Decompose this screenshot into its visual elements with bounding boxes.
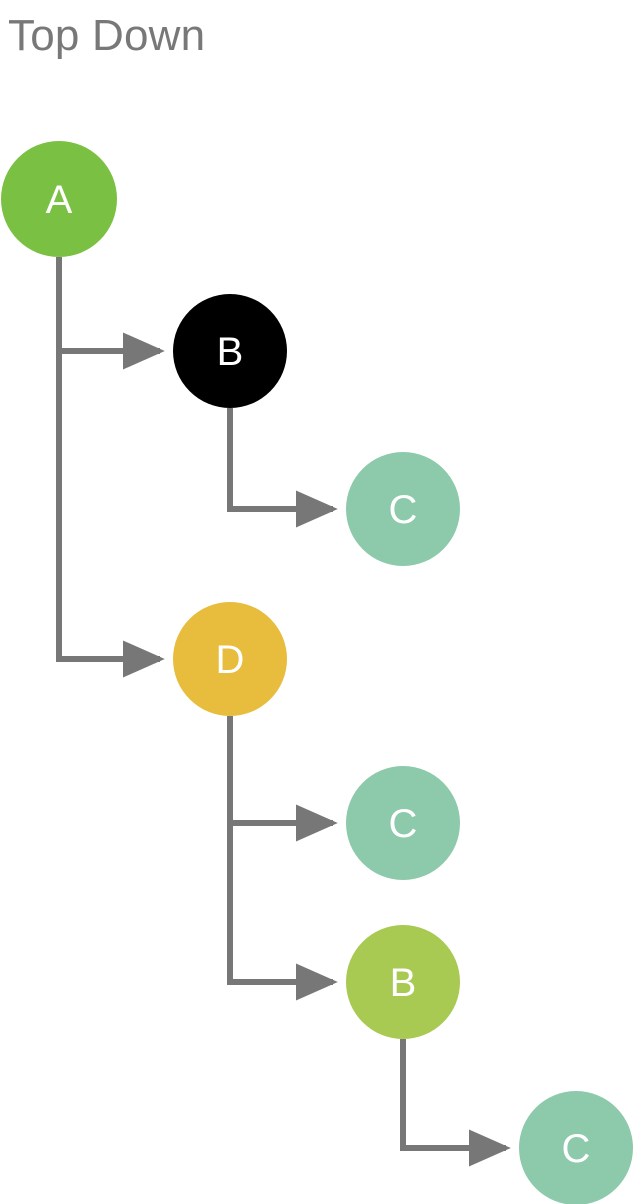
edge-b2-to-c xyxy=(400,1039,511,1167)
node-b-2[interactable]: B xyxy=(346,925,460,1039)
edge-layer xyxy=(56,257,511,1167)
node-label: C xyxy=(389,488,418,532)
node-circle[interactable] xyxy=(173,602,287,716)
node-circle[interactable] xyxy=(519,1091,633,1204)
edge-a-to-d xyxy=(56,257,165,678)
node-label: B xyxy=(390,961,417,1005)
node-d[interactable]: D xyxy=(173,602,287,716)
node-label: B xyxy=(217,330,244,374)
page-title: Top Down xyxy=(8,11,206,60)
node-label: A xyxy=(46,178,73,222)
node-c-3[interactable]: C xyxy=(519,1091,633,1204)
node-label: C xyxy=(562,1127,591,1171)
node-c-2[interactable]: C xyxy=(346,766,460,880)
edge-d-to-c xyxy=(227,716,338,842)
node-a[interactable]: A xyxy=(1,141,117,257)
edge-b-to-c xyxy=(227,408,338,528)
node-c-1[interactable]: C xyxy=(346,452,460,566)
node-circle[interactable] xyxy=(1,141,117,257)
node-label: C xyxy=(389,802,418,846)
node-circle[interactable] xyxy=(346,925,460,1039)
node-label: D xyxy=(216,638,245,682)
node-circle[interactable] xyxy=(173,294,287,408)
node-layer: A B C D C B C xyxy=(1,141,633,1204)
node-b-1[interactable]: B xyxy=(173,294,287,408)
node-circle[interactable] xyxy=(346,766,460,880)
edge-a-to-b xyxy=(56,257,165,370)
node-circle[interactable] xyxy=(346,452,460,566)
edge-d-to-b xyxy=(227,716,338,1001)
